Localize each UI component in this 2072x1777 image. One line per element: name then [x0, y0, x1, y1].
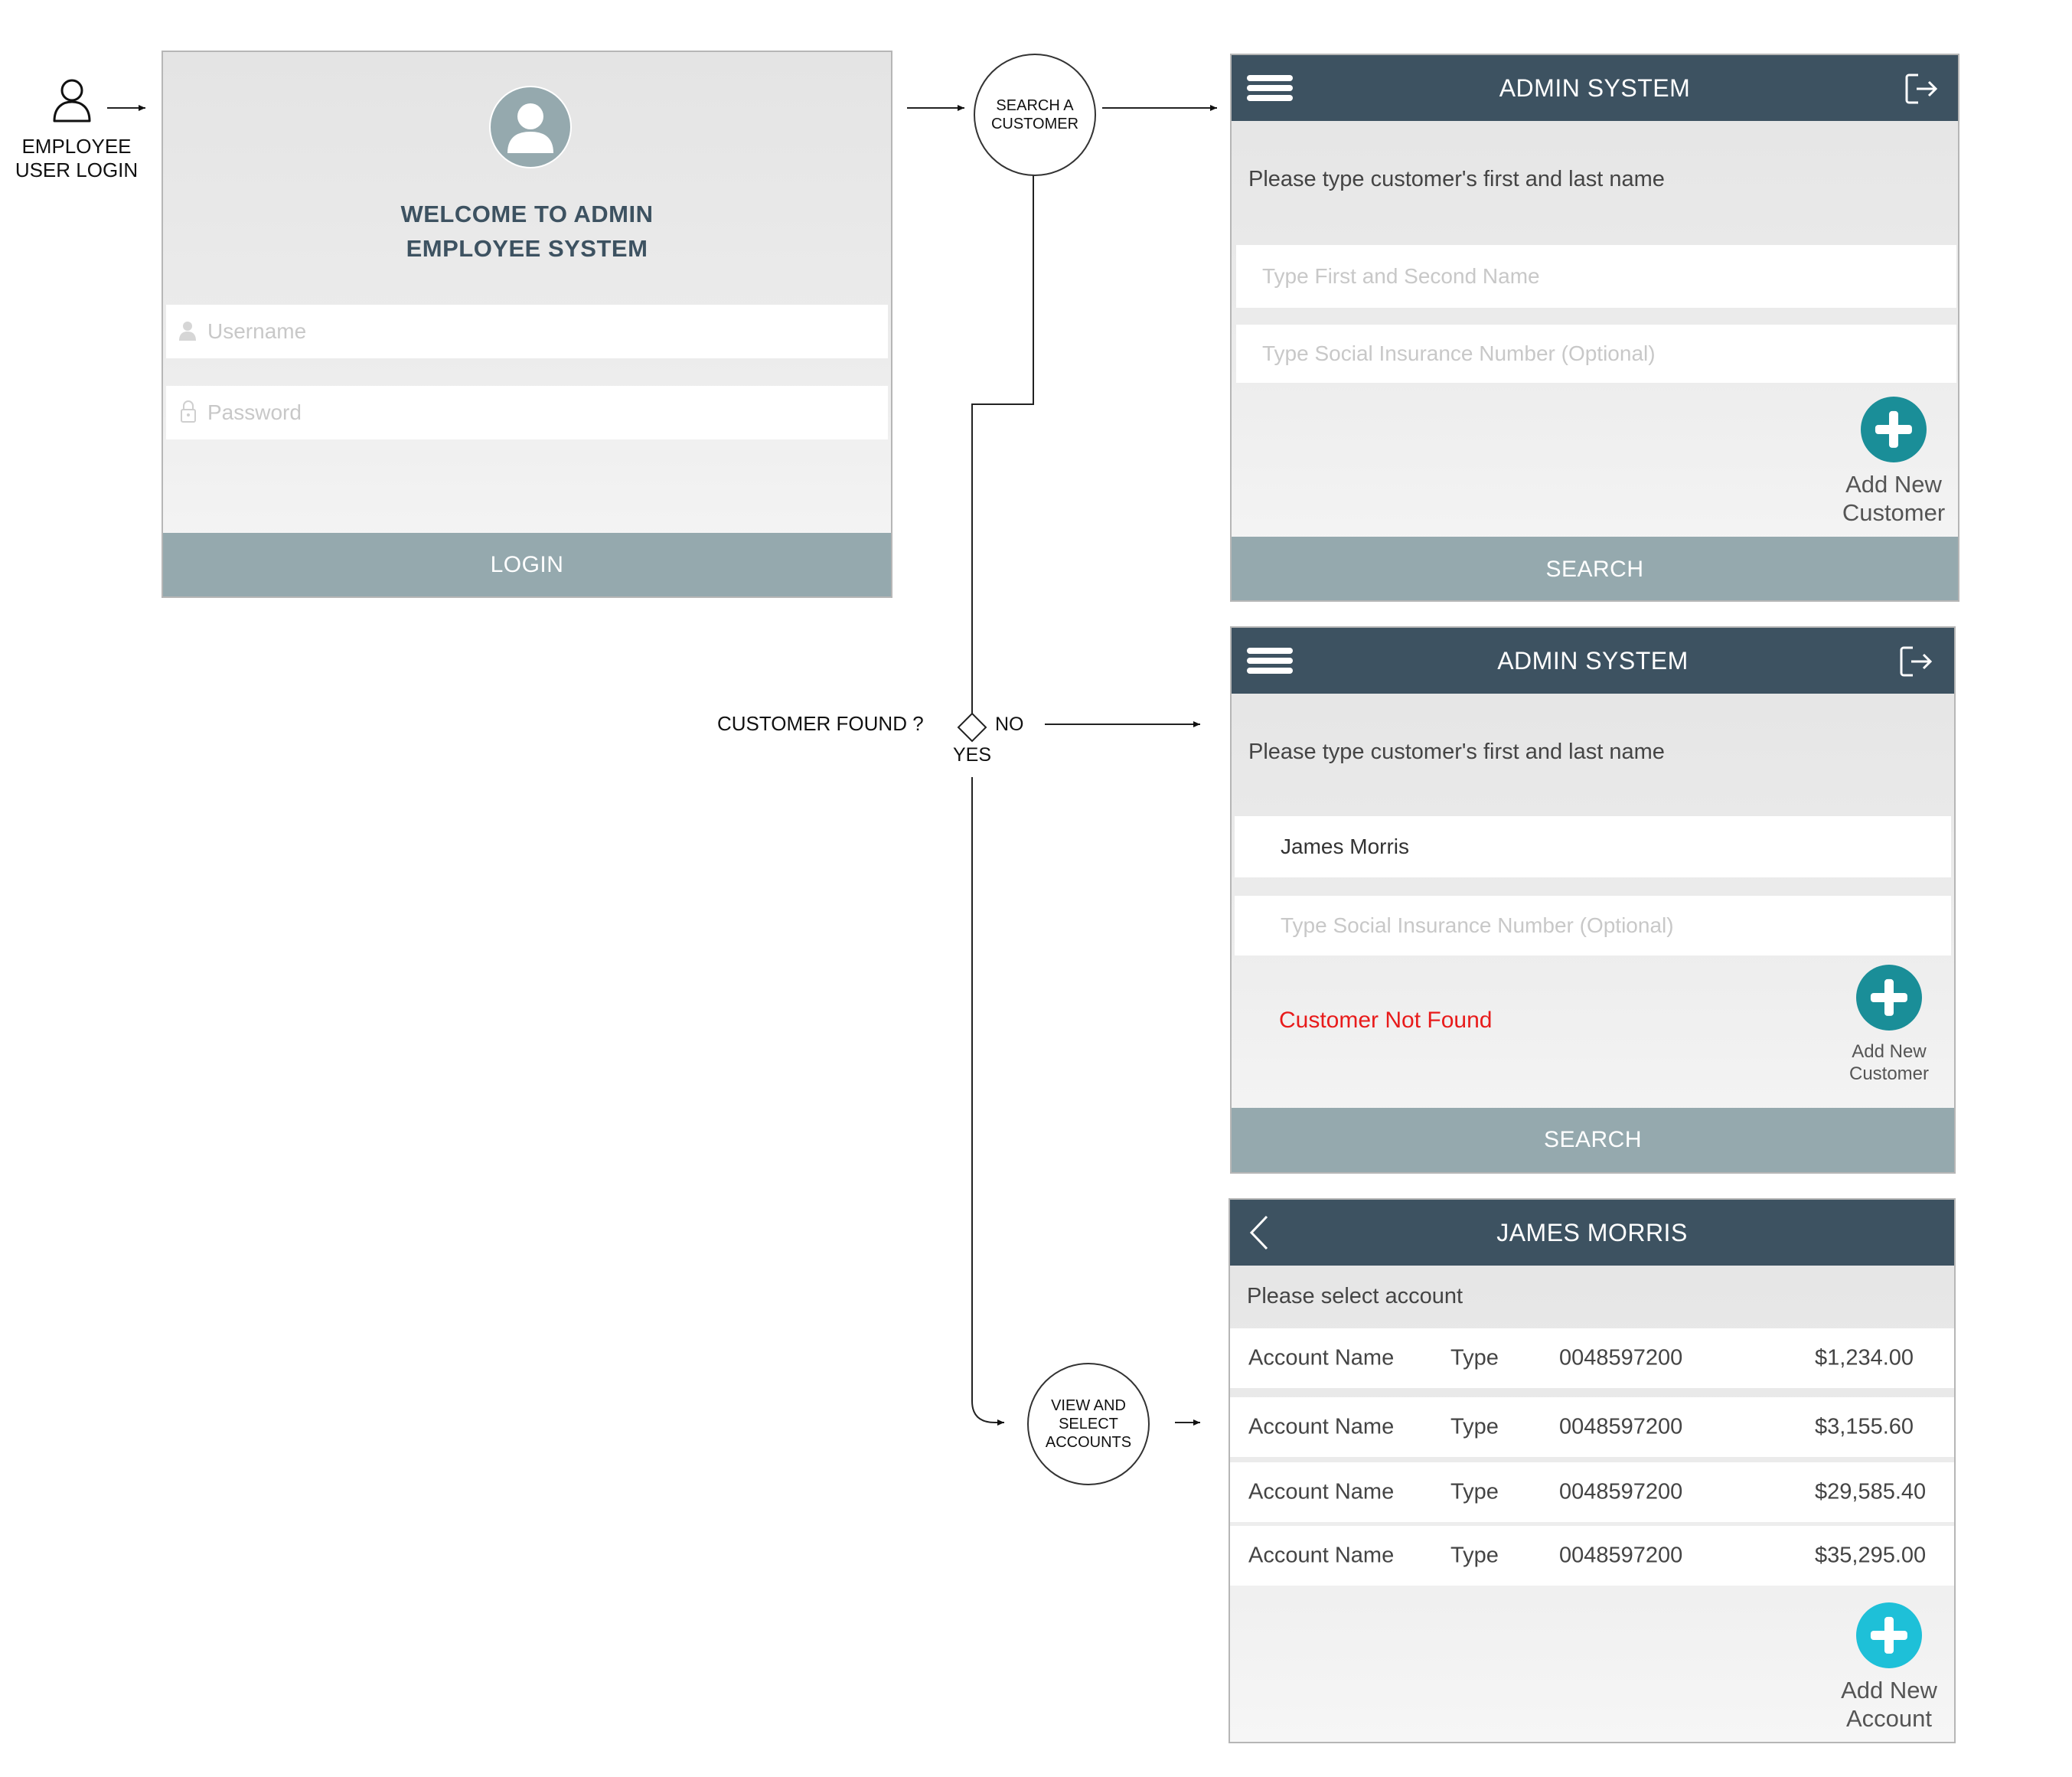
add-customer-icon[interactable] [1861, 397, 1927, 462]
account-row[interactable]: Account Name Type 0048597200 $35,295.00 [1230, 1526, 1954, 1586]
account-row[interactable]: Account Name Type 0048597200 $3,155.60 [1230, 1397, 1954, 1457]
account-name: Account Name [1248, 1414, 1395, 1439]
welcome-line-1: WELCOME TO ADMIN [400, 201, 654, 227]
not-found-title: ADMIN SYSTEM [1497, 646, 1689, 675]
account-type: Type [1450, 1479, 1499, 1504]
password-input[interactable]: Password [166, 386, 888, 439]
employee-login-label: EMPLOYEE USER LOGIN [15, 135, 139, 182]
logout-icon[interactable] [1903, 70, 1940, 107]
not-found-header: ADMIN SYSTEM [1232, 628, 1954, 694]
login-screen: WELCOME TO ADMIN EMPLOYEE SYSTEM Usernam… [162, 51, 892, 598]
lock-icon [180, 399, 197, 423]
account-number: 0048597200 [1559, 1414, 1683, 1439]
accounts-title: JAMES MORRIS [1496, 1218, 1688, 1246]
decision-question: CUSTOMER FOUND ? [717, 712, 924, 735]
sin-input[interactable]: Type Social Insurance Number (Optional) [1235, 896, 1951, 955]
username-input[interactable]: Username [166, 305, 888, 358]
account-balance: $35,295.00 [1815, 1543, 1927, 1568]
account-type: Type [1450, 1543, 1499, 1568]
search-button[interactable]: SEARCH [1232, 537, 1958, 600]
add-customer-icon[interactable] [1856, 965, 1922, 1031]
search-prompt: Please type customer's first and last na… [1248, 167, 1665, 191]
error-message: Customer Not Found [1279, 1008, 1493, 1033]
user-icon [51, 77, 93, 124]
accounts-header: JAMES MORRIS [1230, 1200, 1954, 1266]
view-accounts-node-label: VIEW AND SELECT ACCOUNTS [1045, 1397, 1132, 1451]
search-customer-node-label: SEARCH A CUSTOMER [990, 97, 1079, 132]
account-name: Account Name [1248, 1345, 1395, 1370]
menu-icon[interactable] [1247, 75, 1293, 101]
name-input[interactable]: Type First and Second Name [1236, 245, 1956, 308]
account-balance: $3,155.60 [1815, 1414, 1914, 1439]
avatar [489, 86, 572, 168]
account-number: 0048597200 [1559, 1543, 1683, 1568]
logout-icon[interactable] [1897, 643, 1934, 680]
add-customer-label[interactable]: Add New Customer [1848, 1041, 1930, 1084]
login-button[interactable]: LOGIN [163, 533, 891, 596]
decision-yes-label: YES [953, 744, 992, 766]
decision-no-label: NO [995, 714, 1024, 735]
search-screen-title: ADMIN SYSTEM [1499, 73, 1691, 102]
account-name: Account Name [1248, 1543, 1395, 1568]
line-search-to-decision [971, 168, 1034, 714]
search-button[interactable]: SEARCH [1232, 1108, 1954, 1172]
search-customer-node: SEARCH A CUSTOMER [974, 54, 1096, 176]
account-name: Account Name [1248, 1479, 1395, 1504]
decision-diamond [957, 712, 987, 743]
accounts-prompt: Please select account [1247, 1284, 1463, 1308]
add-account-icon[interactable] [1856, 1602, 1922, 1668]
search-screen-header: ADMIN SYSTEM [1232, 55, 1958, 121]
password-placeholder: Password [207, 400, 302, 424]
account-number: 0048597200 [1559, 1479, 1683, 1504]
line-yes-to-view [971, 777, 1004, 1426]
account-row[interactable]: Account Name Type 0048597200 $1,234.00 [1230, 1328, 1954, 1388]
account-balance: $1,234.00 [1815, 1345, 1914, 1370]
view-accounts-node: VIEW AND SELECT ACCOUNTS [1027, 1363, 1150, 1485]
accounts-screen: JAMES MORRIS Please select account Accou… [1229, 1198, 1956, 1743]
account-type: Type [1450, 1345, 1499, 1370]
name-input[interactable]: James Morris [1235, 816, 1951, 877]
username-placeholder: Username [207, 319, 307, 343]
sin-input[interactable]: Type Social Insurance Number (Optional) [1236, 325, 1956, 383]
welcome-title: WELCOME TO ADMIN EMPLOYEE SYSTEM [163, 198, 891, 266]
account-balance: $29,585.40 [1815, 1479, 1927, 1504]
menu-icon[interactable] [1247, 648, 1293, 674]
account-number: 0048597200 [1559, 1345, 1683, 1370]
account-type: Type [1450, 1414, 1499, 1439]
welcome-line-2: EMPLOYEE SYSTEM [406, 234, 648, 262]
search-screen: ADMIN SYSTEM Please type customer's firs… [1230, 54, 1959, 602]
back-chevron-icon[interactable] [1244, 1214, 1274, 1252]
add-account-label[interactable]: Add New Account [1841, 1677, 1937, 1733]
account-row[interactable]: Account Name Type 0048597200 $29,585.40 [1230, 1462, 1954, 1522]
not-found-screen: ADMIN SYSTEM Please type customer's firs… [1230, 626, 1956, 1174]
user-field-icon [178, 320, 197, 341]
not-found-prompt: Please type customer's first and last na… [1248, 740, 1665, 764]
add-customer-label[interactable]: Add New Customer [1842, 471, 1946, 527]
